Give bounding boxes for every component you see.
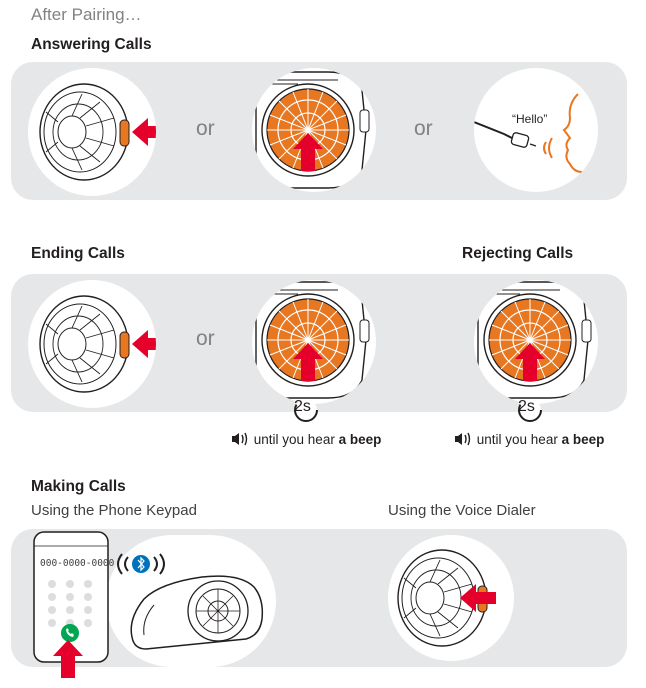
face-profile-icon [562, 93, 583, 173]
or-label: or [196, 117, 215, 140]
side-wheel-illustration [397, 549, 496, 647]
phone-keypad-subtitle: Using the Phone Keypad [31, 502, 197, 519]
or-label: or [196, 327, 215, 350]
ending-calls-title: Ending Calls [31, 245, 125, 262]
jog-dial-illustration [254, 71, 370, 189]
call-button-icon[interactable] [55, 618, 85, 648]
beep-text: until you hear [476, 432, 562, 447]
ending-side-wheel-circle [28, 280, 156, 408]
answering-calls-title: Answering Calls [31, 36, 152, 53]
ending-front-wheel-circle [252, 280, 376, 404]
hold-duration-label: 2s [518, 398, 535, 415]
hello-speech-text: “Hello” [512, 112, 548, 126]
beep-bold-text: a beep [338, 432, 382, 447]
phone-number-display: 000-0000-0000 [40, 558, 115, 569]
voice-answer-circle: “Hello” [474, 68, 598, 192]
hold-duration-label: 2s [294, 398, 311, 415]
bluetooth-signal-icon [117, 553, 165, 575]
ending-beep-instruction: until you hear a beep [231, 432, 382, 447]
tap-arrow-icon [53, 640, 83, 678]
headset-unit-illustration [130, 575, 264, 650]
making-calls-title: Making Calls [31, 478, 126, 495]
voice-dialer-wheel-circle [388, 535, 514, 661]
voice-dialer-subtitle: Using the Voice Dialer [388, 502, 536, 519]
or-label: or [414, 117, 433, 140]
beep-bold-text: a beep [561, 432, 605, 447]
beep-text: until you hear [253, 432, 339, 447]
microphone-icon [474, 121, 553, 159]
jog-dial-illustration [476, 281, 592, 399]
page-header: After Pairing… [31, 5, 142, 24]
side-wheel-illustration [39, 83, 156, 181]
speaker-icon [454, 432, 471, 446]
answering-side-wheel-circle [28, 68, 156, 196]
rejecting-front-wheel-circle [474, 280, 598, 404]
answering-front-wheel-circle [252, 68, 376, 192]
side-wheel-illustration [39, 295, 156, 393]
jog-dial-illustration [254, 281, 370, 399]
speaker-icon [231, 432, 248, 446]
rejecting-beep-instruction: until you hear a beep [454, 432, 605, 447]
rejecting-calls-title: Rejecting Calls [462, 245, 574, 262]
